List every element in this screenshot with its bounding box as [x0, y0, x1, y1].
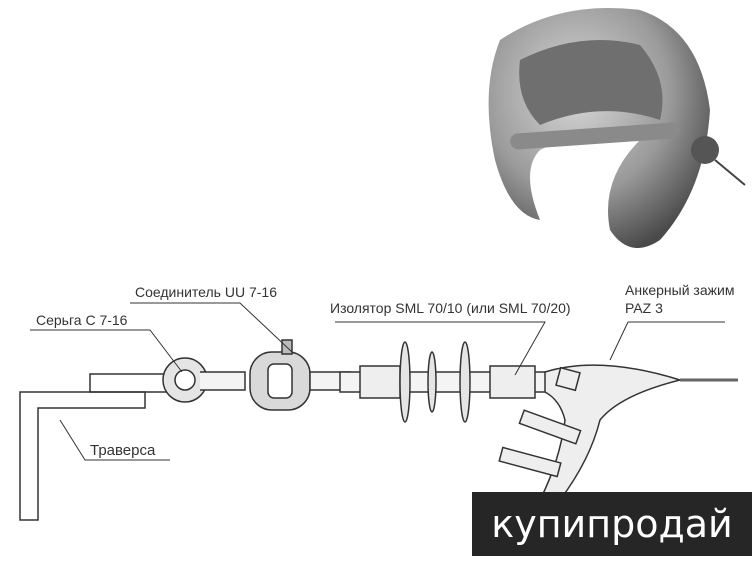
connector-photo	[488, 8, 746, 248]
crossarm-label: Траверса	[90, 442, 156, 459]
insulator	[339, 341, 551, 423]
anchor-clamp	[498, 364, 738, 501]
clamp-label-line2: PAZ 3	[625, 300, 663, 316]
clamp-label-line1: Анкерный зажим	[625, 282, 735, 298]
leader-lines	[30, 302, 725, 461]
shackle	[162, 357, 246, 403]
shackle-label: Серьга С 7-16	[36, 312, 128, 328]
watermark: купипродай	[472, 492, 752, 556]
connector-uu	[249, 339, 351, 411]
insulator-label: Изолятор SML 70/10 (или SML 70/20)	[330, 300, 571, 316]
connector-label: Соединитель UU 7-16	[135, 284, 277, 300]
